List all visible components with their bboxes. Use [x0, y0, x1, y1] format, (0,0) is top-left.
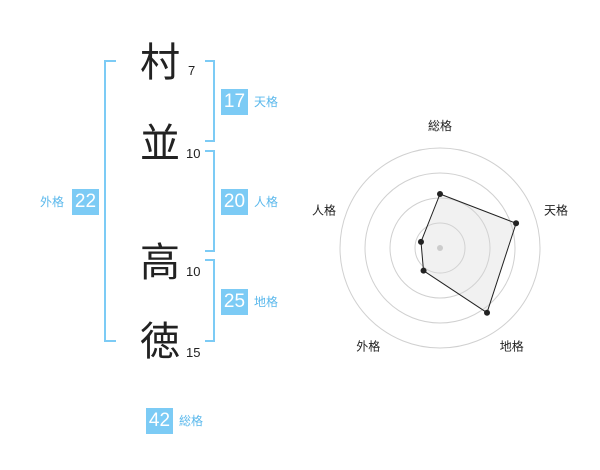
radar-axis-label-3: 地格	[500, 339, 524, 354]
radar-point-3	[484, 309, 491, 316]
name-char-1: 村	[140, 40, 180, 86]
radar-point-4	[420, 267, 427, 274]
chikaku-value: 25	[221, 289, 248, 315]
name-char-3: 高	[140, 240, 180, 286]
radar-axis-label-1: 総格	[428, 118, 452, 133]
radar-axis-label-5: 人格	[312, 202, 336, 217]
radar-ring-1	[414, 222, 466, 274]
tenkaku-value: 17	[221, 89, 248, 115]
gaikaku-bracket	[104, 60, 116, 342]
radar-ring-4	[339, 147, 541, 349]
radar-point-5	[417, 238, 424, 245]
stroke-count-2: 10	[186, 146, 201, 161]
tenkaku-label: 天格	[254, 95, 279, 109]
radar-ring-3	[364, 172, 516, 324]
soukaku-value: 42	[146, 408, 173, 434]
stroke-count-1: 7	[188, 63, 196, 78]
radar-axis-label-4: 外格	[356, 339, 380, 354]
jinkaku-label: 人格	[254, 195, 279, 209]
radar-point-1	[437, 191, 443, 197]
gaikaku-label: 外格	[40, 195, 65, 209]
radar-ring-2	[389, 197, 491, 299]
tenkaku-bracket	[205, 60, 215, 142]
radar-point-2	[513, 220, 520, 227]
soukaku-label: 総格	[179, 414, 204, 428]
stroke-count-3: 10	[186, 264, 201, 279]
radar-axis-label-2: 天格	[544, 202, 568, 217]
radar-data-polygon	[420, 193, 517, 314]
name-char-4: 徳	[140, 319, 180, 365]
chikaku-bracket	[205, 259, 215, 342]
radar-center-dot	[437, 245, 443, 251]
gaikaku-value: 22	[72, 189, 99, 215]
stroke-count-4: 15	[186, 345, 201, 360]
chikaku-label: 地格	[254, 295, 279, 309]
name-char-2: 並	[140, 121, 180, 167]
jinkaku-bracket	[205, 150, 215, 252]
jinkaku-value: 20	[221, 189, 248, 215]
